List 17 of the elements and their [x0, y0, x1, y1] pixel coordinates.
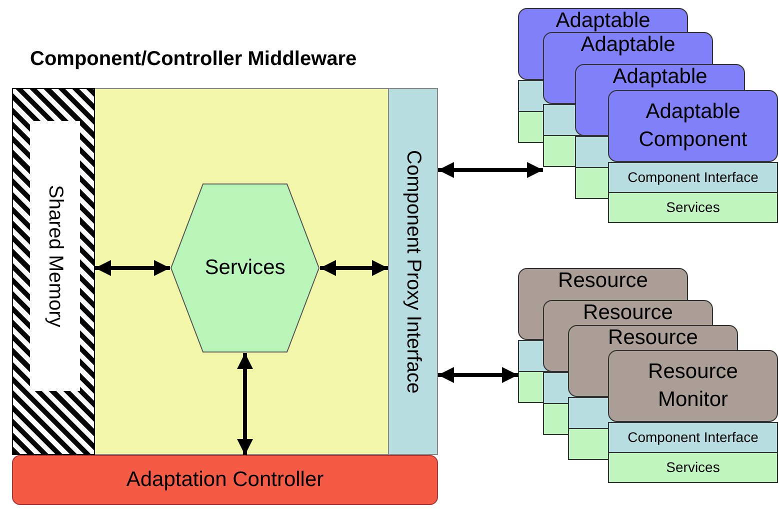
double-arrow — [237, 353, 253, 455]
double-arrow — [320, 260, 388, 276]
card-header: Adaptable Component — [608, 90, 778, 162]
memory-label: Shared Memory — [30, 121, 80, 391]
group-title: Component/Controller Middleware — [30, 48, 357, 71]
services-row: Services — [608, 192, 778, 223]
interface-row: Component Interface — [608, 422, 778, 453]
interface-bar: Component Proxy Interface — [388, 88, 438, 455]
hatched-bar — [12, 88, 95, 455]
double-arrow — [95, 260, 170, 276]
node-label: Services — [204, 256, 286, 280]
double-arrow — [438, 367, 518, 383]
services-row: Services — [608, 452, 778, 483]
double-arrow — [438, 162, 543, 178]
controller-bar: Adaptation Controller — [12, 455, 438, 505]
interface-row: Component Interface — [608, 162, 778, 193]
card-header: Resource Monitor — [608, 350, 778, 422]
